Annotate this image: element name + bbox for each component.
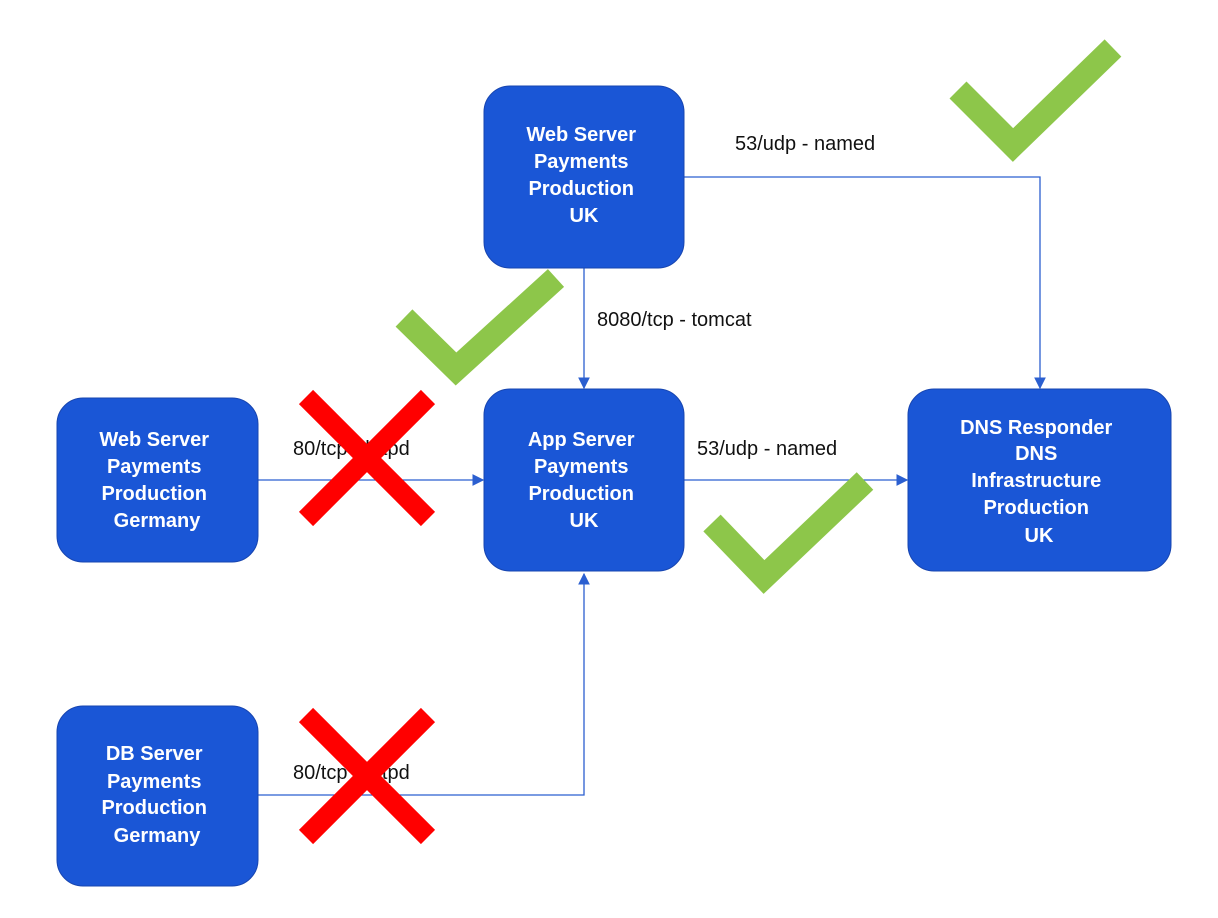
node-label: Web Server Payments Production UK <box>526 124 641 227</box>
cross-icon-web-de-to-app <box>298 389 436 527</box>
edge-label-app-to-dns: 53/udp - named <box>697 438 837 460</box>
node-label: DNS Responder DNS Infrastructure Product… <box>960 417 1118 547</box>
node-label: App Server Payments Production UK <box>528 429 640 532</box>
node-label: DB Server Payments Production Germany <box>101 743 212 847</box>
node-dns-responder-uk[interactable]: DNS Responder DNS Infrastructure Product… <box>907 388 1172 572</box>
node-web-server-germany[interactable]: Web Server Payments Production Germany <box>56 397 259 563</box>
node-label: Web Server Payments Production Germany <box>99 429 214 532</box>
node-web-server-uk[interactable]: Web Server Payments Production UK <box>483 85 685 269</box>
edge-label-web-uk-to-app: 8080/tcp - tomcat <box>597 309 752 331</box>
edge-label-web-uk-to-dns: 53/udp - named <box>735 133 875 155</box>
node-app-server-uk[interactable]: App Server Payments Production UK <box>483 388 685 572</box>
check-icon-app-to-dns <box>703 472 874 594</box>
check-icon-web-uk-to-dns <box>949 39 1122 162</box>
node-db-server-germany[interactable]: DB Server Payments Production Germany <box>56 705 259 887</box>
edge-db-de-to-app[interactable] <box>258 572 590 796</box>
check-icon-web-uk-to-app <box>395 269 565 386</box>
cross-icon-db-de-to-app <box>298 707 436 845</box>
edge-web-uk-to-dns[interactable] <box>684 176 1046 390</box>
